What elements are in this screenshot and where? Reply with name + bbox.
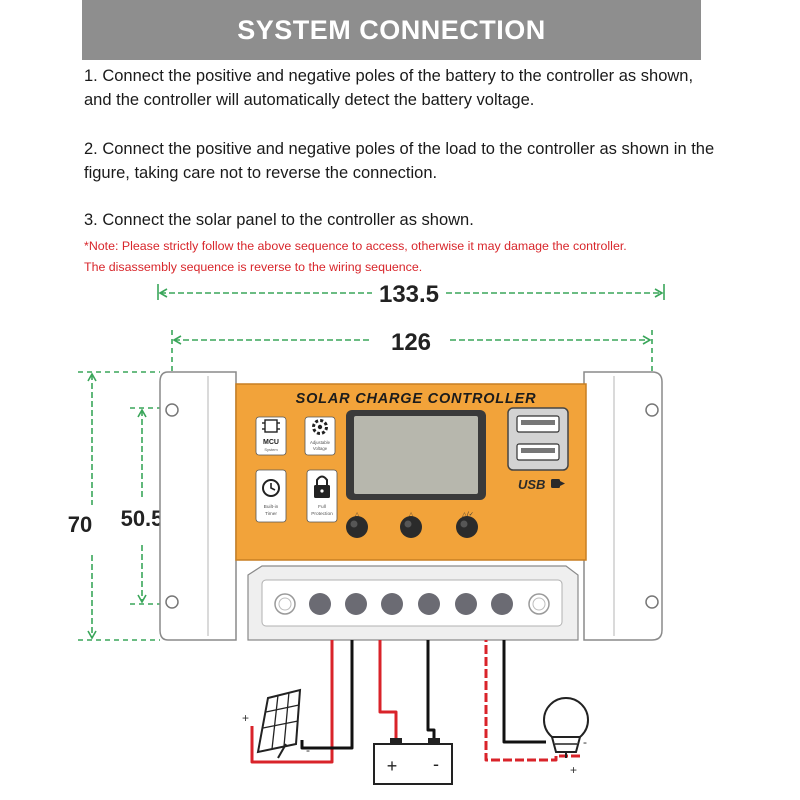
feature-sublabel-voltage: Voltage bbox=[313, 446, 328, 451]
terminal-solar-minus bbox=[345, 593, 367, 615]
mount-hole-bottom-right bbox=[645, 595, 659, 609]
gear-icon bbox=[312, 419, 328, 435]
feature-label-voltage: Adjustable bbox=[310, 440, 331, 445]
usb-icon bbox=[551, 479, 565, 488]
usb-ports bbox=[507, 407, 569, 471]
button-mark-2: △ bbox=[409, 511, 414, 518]
controller-housing bbox=[159, 371, 663, 641]
instruction-step-1: 1. Connect the positive and negative pol… bbox=[84, 67, 694, 109]
wire-load-minus bbox=[502, 640, 546, 744]
wire-load-plus bbox=[484, 640, 580, 762]
terminal-load-minus bbox=[491, 593, 513, 615]
battery-plus-label: + bbox=[387, 756, 398, 776]
button-menu[interactable] bbox=[346, 516, 368, 538]
wire-battery-minus bbox=[426, 640, 436, 744]
dim-outer-height: 70 bbox=[68, 512, 92, 537]
button-up[interactable] bbox=[400, 516, 422, 538]
load-minus-label: - bbox=[583, 735, 587, 749]
solar-minus-label: - bbox=[306, 743, 310, 757]
terminal-battery-plus bbox=[381, 593, 403, 615]
title-banner: SYSTEM CONNECTION bbox=[82, 0, 701, 60]
solar-panel-icon bbox=[256, 688, 302, 759]
mount-hole-bottom-left bbox=[165, 595, 179, 609]
usb-label: USB bbox=[518, 477, 545, 492]
feature-sublabel-protection: Protection bbox=[311, 511, 333, 517]
terminal-solar-plus bbox=[309, 593, 331, 615]
feature-protection: Full Protection bbox=[306, 469, 338, 523]
chip-icon bbox=[262, 419, 280, 433]
note-line-2: The disassembly sequence is reverse to t… bbox=[84, 260, 423, 274]
instruction-step-3: 3. Connect the solar panel to the contro… bbox=[84, 211, 474, 229]
note-line-1: *Note: Please strictly follow the above … bbox=[84, 239, 627, 253]
load-plus-label: + bbox=[570, 763, 577, 777]
controller-title: SOLAR CHARGE CONTROLLER bbox=[296, 391, 537, 407]
wire-battery-plus bbox=[378, 640, 398, 744]
lock-icon bbox=[314, 475, 330, 498]
terminal-screw-right bbox=[528, 593, 550, 615]
wire-solar-plus bbox=[250, 640, 334, 764]
feature-timer: Built-in Timer bbox=[255, 469, 287, 523]
feature-mcu: MCU System bbox=[255, 416, 287, 456]
feature-sublabel-mcu: System bbox=[264, 447, 278, 452]
feature-sublabel-timer: Timer bbox=[265, 511, 277, 517]
battery-icon bbox=[373, 738, 453, 785]
feature-voltage: Adjustable Voltage bbox=[304, 416, 336, 456]
terminal-battery-minus bbox=[418, 593, 440, 615]
wire-solar-minus bbox=[300, 640, 354, 750]
feature-label-mcu: MCU bbox=[263, 439, 279, 446]
light-bulb-icon bbox=[543, 697, 589, 758]
button-mark-3: △/✓ bbox=[462, 511, 474, 518]
mount-hole-top-left bbox=[165, 403, 179, 417]
terminal-load-plus bbox=[455, 593, 477, 615]
lcd-screen bbox=[354, 416, 478, 494]
instruction-step-2: 2. Connect the positive and negative pol… bbox=[84, 140, 715, 182]
battery-minus-label: - bbox=[433, 754, 439, 774]
dimension-lines bbox=[78, 284, 665, 641]
dim-hole-spacing: 126 bbox=[391, 329, 431, 356]
mount-hole-top-right bbox=[645, 403, 659, 417]
solar-plus-label: + bbox=[242, 711, 249, 725]
terminal-block bbox=[247, 565, 579, 641]
button-down[interactable] bbox=[456, 516, 478, 538]
page-title: SYSTEM CONNECTION bbox=[237, 14, 546, 45]
terminal-screw-left bbox=[274, 593, 296, 615]
wiring bbox=[250, 640, 580, 764]
dim-outer-width: 133.5 bbox=[379, 281, 439, 308]
clock-icon bbox=[262, 479, 280, 497]
feature-label-timer: Built-in bbox=[264, 504, 279, 510]
dim-hole-height: 50.5 bbox=[121, 506, 164, 531]
feature-label-protection: Full bbox=[318, 504, 326, 510]
button-mark-1: △ bbox=[355, 511, 360, 518]
